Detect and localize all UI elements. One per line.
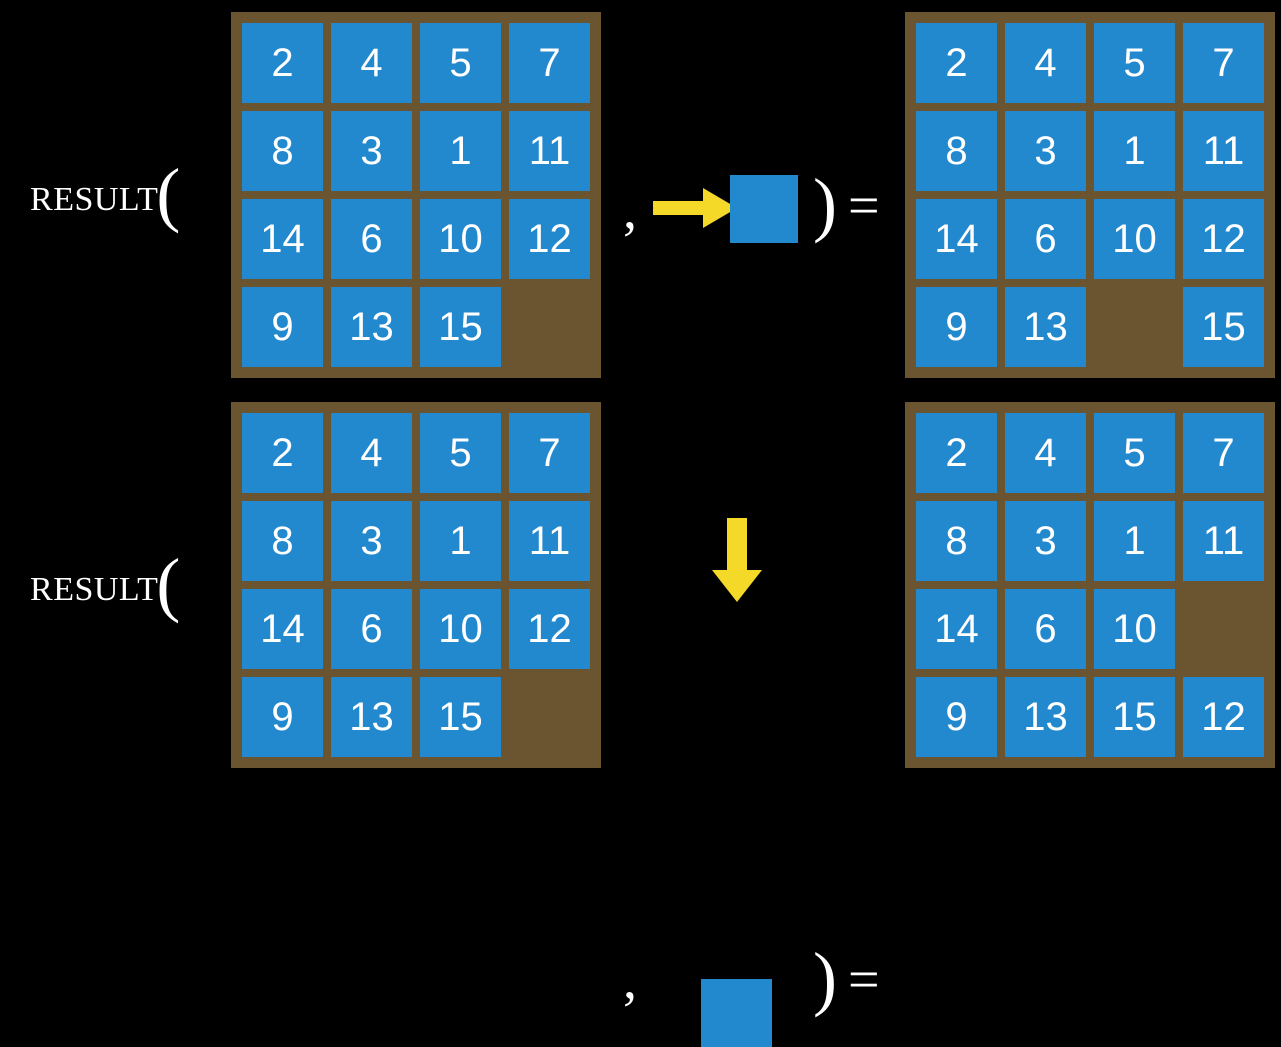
puzzle-tile[interactable]: 7 — [1183, 413, 1264, 493]
puzzle-tile[interactable]: 2 — [916, 413, 997, 493]
puzzle-tile[interactable]: 8 — [242, 501, 323, 581]
puzzle-tile[interactable]: 4 — [1005, 23, 1086, 103]
puzzle-tile[interactable]: 9 — [916, 287, 997, 367]
puzzle-tile[interactable]: 10 — [420, 199, 501, 279]
puzzle-tile[interactable]: 1 — [420, 501, 501, 581]
operand-tile-bottom — [701, 979, 772, 1047]
puzzle-tile[interactable]: 12 — [1183, 677, 1264, 757]
puzzle-tile[interactable]: 11 — [509, 111, 590, 191]
puzzle-tile[interactable]: 14 — [916, 199, 997, 279]
puzzle-tile[interactable]: 12 — [1183, 199, 1264, 279]
puzzle-tile[interactable]: 5 — [420, 23, 501, 103]
puzzle-tile[interactable]: 7 — [509, 23, 590, 103]
puzzle-tile[interactable]: 15 — [1183, 287, 1264, 367]
arrow-right-icon — [653, 188, 737, 233]
puzzle-tile[interactable]: 3 — [1005, 111, 1086, 191]
puzzle-tile[interactable]: 3 — [1005, 501, 1086, 581]
puzzle-tile[interactable]: 12 — [509, 199, 590, 279]
puzzle-tile[interactable]: 2 — [242, 23, 323, 103]
puzzle-tile[interactable]: 6 — [1005, 589, 1086, 669]
puzzle-tile[interactable]: 4 — [1005, 413, 1086, 493]
puzzle-tile[interactable]: 9 — [916, 677, 997, 757]
puzzle-tile[interactable]: 6 — [331, 589, 412, 669]
puzzle-tile[interactable]: 4 — [331, 23, 412, 103]
puzzle-tile[interactable]: 9 — [242, 287, 323, 367]
puzzle-tile[interactable]: 14 — [242, 589, 323, 669]
puzzle-tile[interactable]: 13 — [1005, 677, 1086, 757]
puzzle-tile[interactable]: 12 — [509, 589, 590, 669]
equals-sign-bottom: = — [848, 949, 880, 1011]
puzzle-tile[interactable]: 8 — [916, 111, 997, 191]
puzzle-tile[interactable]: 8 — [916, 501, 997, 581]
comma-separator: , — [623, 949, 637, 1011]
puzzle-blank — [509, 677, 590, 757]
puzzle-tile[interactable]: 6 — [1005, 199, 1086, 279]
puzzle-tile[interactable]: 5 — [1094, 413, 1175, 493]
puzzle-tile[interactable]: 3 — [331, 111, 412, 191]
puzzle-tile[interactable]: 11 — [509, 501, 590, 581]
puzzle-tile[interactable]: 1 — [420, 111, 501, 191]
puzzle-tile[interactable]: 13 — [331, 287, 412, 367]
result-label-bottom: Result( — [30, 544, 181, 624]
result-word: Result — [30, 558, 159, 611]
puzzle-blank — [1183, 589, 1264, 669]
puzzle-tile[interactable]: 15 — [420, 677, 501, 757]
puzzle-tile[interactable]: 13 — [1005, 287, 1086, 367]
operand-tile-top — [730, 175, 798, 243]
puzzle-tile[interactable]: 5 — [420, 413, 501, 493]
puzzle-tile[interactable]: 4 — [331, 413, 412, 493]
puzzle-tile[interactable]: 7 — [1183, 23, 1264, 103]
puzzle-blank — [1094, 287, 1175, 367]
puzzle-blank — [509, 287, 590, 367]
puzzle-tile[interactable]: 15 — [1094, 677, 1175, 757]
equals-sign-top: = — [848, 175, 880, 237]
puzzle-tile[interactable]: 13 — [331, 677, 412, 757]
result-label-top: Result( — [30, 154, 181, 234]
puzzle-tile[interactable]: 11 — [1183, 111, 1264, 191]
puzzle-tile[interactable]: 8 — [242, 111, 323, 191]
puzzle-tile[interactable]: 3 — [331, 501, 412, 581]
close-paren-bottom: ) — [813, 938, 837, 1018]
close-paren-top: ) — [813, 164, 837, 244]
result-word: Result — [30, 168, 159, 221]
comma-separator: , — [623, 179, 637, 241]
puzzle-tile[interactable]: 10 — [1094, 589, 1175, 669]
puzzle-tile[interactable]: 7 — [509, 413, 590, 493]
puzzle-tile[interactable]: 10 — [420, 589, 501, 669]
operand-area-top: , ) = — [605, 0, 905, 390]
puzzle-tile[interactable]: 2 — [916, 23, 997, 103]
puzzle-tile[interactable]: 11 — [1183, 501, 1264, 581]
puzzle-tile[interactable]: 1 — [1094, 111, 1175, 191]
puzzle-tile[interactable]: 14 — [916, 589, 997, 669]
puzzle-tile[interactable]: 6 — [331, 199, 412, 279]
puzzle-tile[interactable]: 10 — [1094, 199, 1175, 279]
puzzle-tile[interactable]: 15 — [420, 287, 501, 367]
puzzle-tile[interactable]: 1 — [1094, 501, 1175, 581]
arrow-down-icon — [712, 518, 762, 607]
puzzle-tile[interactable]: 2 — [242, 413, 323, 493]
puzzle-tile[interactable]: 14 — [242, 199, 323, 279]
puzzle-tile[interactable]: 5 — [1094, 23, 1175, 103]
puzzle-tile[interactable]: 9 — [242, 677, 323, 757]
